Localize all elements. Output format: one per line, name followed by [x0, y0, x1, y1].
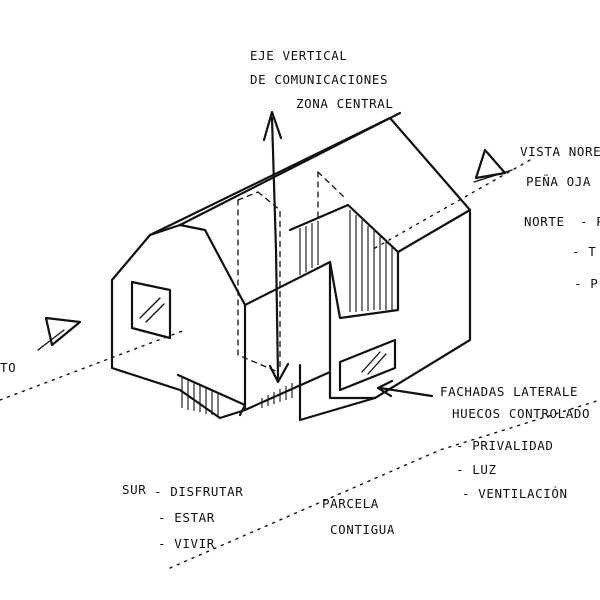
label-south-head: SUR	[122, 482, 146, 497]
label-facade-item-3: - VENTILACIÓN	[462, 486, 568, 501]
vertical-axis-arrow-icon	[262, 110, 290, 384]
label-vertical-axis-2: DE COMUNICACIONES	[250, 72, 388, 87]
label-north-item-3: - P	[574, 276, 598, 291]
label-south-item-2: - ESTAR	[158, 510, 215, 525]
site-dotted-lines	[0, 159, 600, 569]
label-north-head: NORTE	[524, 214, 565, 229]
label-north-item-2: - T	[572, 244, 596, 259]
label-vertical-axis-1: EJE VERTICAL	[250, 48, 348, 63]
label-south-item-1: - DISFRUTAR	[154, 484, 243, 499]
label-north-item-1: - P	[580, 214, 600, 229]
facade-pointer-icon	[376, 379, 434, 398]
dashed-core	[237, 171, 346, 373]
left-window	[130, 280, 172, 340]
label-facade-item-1: - PRIVALIDAD	[456, 438, 554, 453]
label-facade-item-2: - LUZ	[456, 462, 497, 477]
court-hatching	[181, 210, 393, 417]
label-north-view-1: VISTA NORE	[520, 144, 600, 159]
label-facades-1: FACHADAS LATERALE	[440, 384, 578, 399]
view-marker-left-icon	[37, 316, 82, 351]
view-marker-right-icon	[473, 148, 513, 183]
label-left-edge: TO	[0, 360, 16, 375]
right-window	[338, 338, 397, 392]
house-outline	[110, 111, 472, 422]
label-south-item-3: - VIVIR	[158, 536, 215, 551]
label-parcel-2: CONTIGUA	[330, 522, 395, 537]
label-vertical-axis-3: ZONA CENTRAL	[296, 96, 394, 111]
label-facades-2: HUECOS CONTROLADO	[452, 406, 590, 421]
label-north-view-2: PEÑA OJA	[526, 174, 591, 189]
label-parcel-1: PARCELA	[322, 496, 379, 511]
